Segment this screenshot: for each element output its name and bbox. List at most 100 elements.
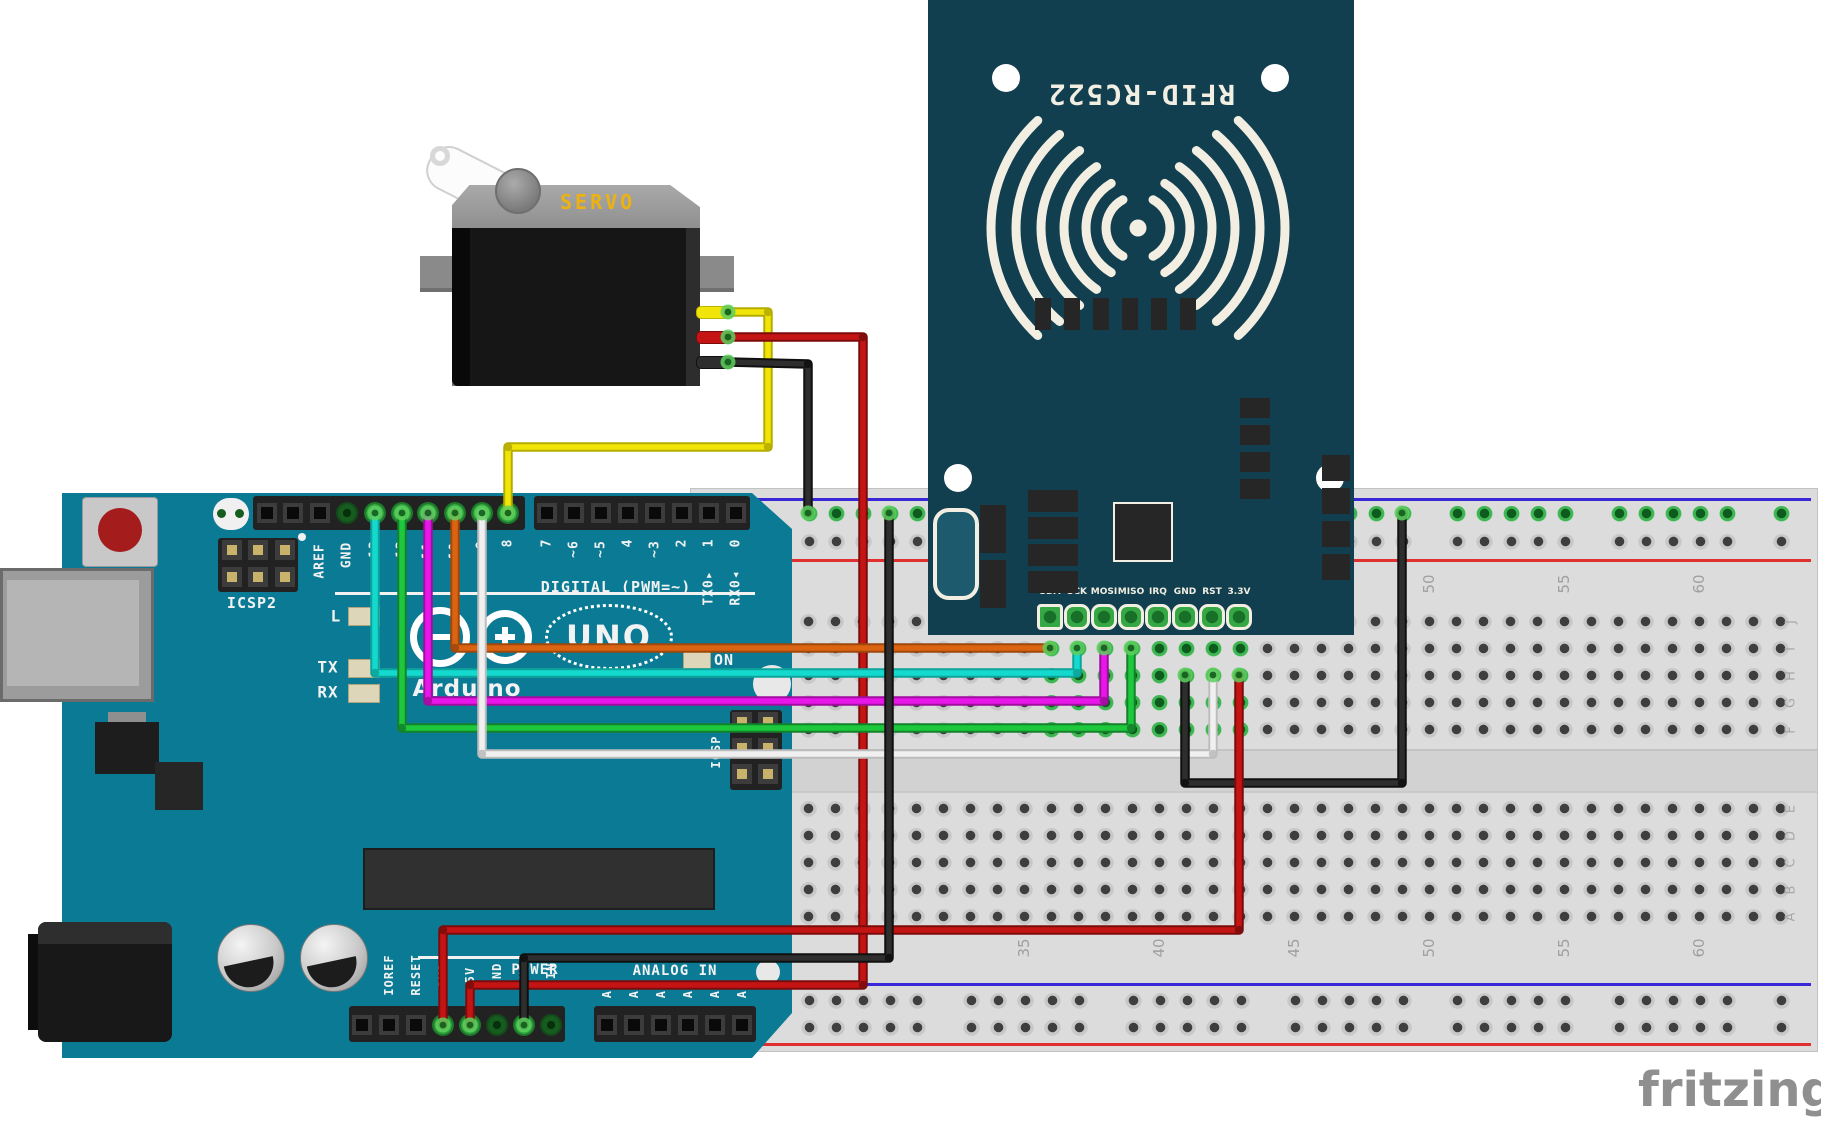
power-pin-3V3[interactable] <box>434 1016 452 1034</box>
grid-hole[interactable] <box>1070 855 1087 872</box>
grid-hole[interactable] <box>962 695 979 712</box>
grid-hole[interactable] <box>1313 722 1330 739</box>
grid-hole[interactable] <box>1205 668 1222 685</box>
icsp2-pin[interactable] <box>248 567 268 587</box>
rail-top-neg-hole[interactable] <box>1638 506 1655 523</box>
grid-hole[interactable] <box>1745 722 1762 739</box>
grid-hole[interactable] <box>1151 668 1168 685</box>
grid-hole[interactable] <box>800 801 817 818</box>
grid-hole[interactable] <box>1097 641 1114 658</box>
grid-hole[interactable] <box>1178 828 1195 845</box>
grid-hole[interactable] <box>1124 722 1141 739</box>
grid-hole[interactable] <box>1475 882 1492 899</box>
grid-hole[interactable] <box>1259 668 1276 685</box>
grid-hole[interactable] <box>1529 909 1546 926</box>
rfid-pin-3.3V[interactable] <box>1226 604 1252 630</box>
grid-hole[interactable] <box>1583 882 1600 899</box>
grid-hole[interactable] <box>1556 828 1573 845</box>
grid-hole[interactable] <box>1097 882 1114 899</box>
grid-hole[interactable] <box>1664 801 1681 818</box>
grid-hole[interactable] <box>1205 882 1222 899</box>
analog-pin-A3[interactable] <box>678 1015 698 1035</box>
grid-hole[interactable] <box>1151 641 1168 658</box>
grid-hole[interactable] <box>1367 641 1384 658</box>
rail-top-neg-hole[interactable] <box>828 506 845 523</box>
rail-bottom-pos-hole[interactable] <box>1179 1020 1196 1037</box>
grid-hole[interactable] <box>908 614 925 631</box>
rail-bottom-pos-hole[interactable] <box>1125 1020 1142 1037</box>
grid-hole[interactable] <box>989 828 1006 845</box>
grid-hole[interactable] <box>800 882 817 899</box>
rail-top-neg-hole[interactable] <box>1368 506 1385 523</box>
grid-hole[interactable] <box>1043 855 1060 872</box>
grid-hole[interactable] <box>1394 668 1411 685</box>
grid-hole[interactable] <box>1340 909 1357 926</box>
grid-hole[interactable] <box>1394 695 1411 712</box>
grid-hole[interactable] <box>1151 855 1168 872</box>
grid-hole[interactable] <box>854 828 871 845</box>
grid-hole[interactable] <box>1772 855 1789 872</box>
rail-bottom-pos-hole[interactable] <box>1638 1020 1655 1037</box>
grid-hole[interactable] <box>989 695 1006 712</box>
grid-hole[interactable] <box>989 668 1006 685</box>
grid-hole[interactable] <box>1556 641 1573 658</box>
grid-hole[interactable] <box>989 722 1006 739</box>
grid-hole[interactable] <box>1691 882 1708 899</box>
grid-hole[interactable] <box>1016 668 1033 685</box>
grid-hole[interactable] <box>1610 695 1627 712</box>
icsp-pin[interactable] <box>732 712 752 732</box>
power-pin-5V[interactable] <box>461 1016 479 1034</box>
grid-hole[interactable] <box>1043 695 1060 712</box>
grid-hole[interactable] <box>1367 909 1384 926</box>
rail-bottom-neg-hole[interactable] <box>1044 993 1061 1010</box>
grid-hole[interactable] <box>1043 828 1060 845</box>
grid-hole[interactable] <box>1475 695 1492 712</box>
grid-hole[interactable] <box>1610 882 1627 899</box>
grid-hole[interactable] <box>1394 614 1411 631</box>
power-pin-IOREF[interactable] <box>379 1015 399 1035</box>
grid-hole[interactable] <box>1664 828 1681 845</box>
grid-hole[interactable] <box>854 882 871 899</box>
grid-hole[interactable] <box>1664 695 1681 712</box>
grid-hole[interactable] <box>1205 695 1222 712</box>
grid-hole[interactable] <box>800 828 817 845</box>
grid-hole[interactable] <box>1232 909 1249 926</box>
grid-hole[interactable] <box>1286 641 1303 658</box>
grid-hole[interactable] <box>1367 695 1384 712</box>
rail-bottom-pos-hole[interactable] <box>1692 1020 1709 1037</box>
grid-hole[interactable] <box>1637 801 1654 818</box>
grid-hole[interactable] <box>1259 641 1276 658</box>
grid-hole[interactable] <box>827 668 844 685</box>
icsp-pin[interactable] <box>758 712 778 732</box>
power-pin-RESET[interactable] <box>406 1015 426 1035</box>
rail-bottom-pos-hole[interactable] <box>1071 1020 1088 1037</box>
grid-hole[interactable] <box>1286 695 1303 712</box>
rail-top-neg-hole[interactable] <box>801 506 818 523</box>
grid-hole[interactable] <box>800 855 817 872</box>
grid-hole[interactable] <box>1367 722 1384 739</box>
grid-hole[interactable] <box>908 641 925 658</box>
rail-top-pos-hole[interactable] <box>909 534 926 551</box>
grid-hole[interactable] <box>1286 882 1303 899</box>
grid-hole[interactable] <box>881 909 898 926</box>
grid-hole[interactable] <box>1340 828 1357 845</box>
reset-button-cap[interactable] <box>98 508 142 552</box>
grid-hole[interactable] <box>1178 882 1195 899</box>
grid-hole[interactable] <box>1259 801 1276 818</box>
rail-top-neg-hole[interactable] <box>1557 506 1574 523</box>
grid-hole[interactable] <box>827 722 844 739</box>
grid-hole[interactable] <box>1097 828 1114 845</box>
grid-hole[interactable] <box>827 641 844 658</box>
grid-hole[interactable] <box>1340 695 1357 712</box>
grid-hole[interactable] <box>1475 801 1492 818</box>
icsp-pin[interactable] <box>732 738 752 758</box>
grid-hole[interactable] <box>989 855 1006 872</box>
grid-hole[interactable] <box>1043 909 1060 926</box>
rail-top-pos-hole[interactable] <box>1503 534 1520 551</box>
grid-hole[interactable] <box>1016 855 1033 872</box>
grid-hole[interactable] <box>1421 668 1438 685</box>
grid-hole[interactable] <box>1151 722 1168 739</box>
rail-bottom-neg-hole[interactable] <box>963 993 980 1010</box>
rail-top-pos-hole[interactable] <box>1611 534 1628 551</box>
grid-hole[interactable] <box>1610 909 1627 926</box>
